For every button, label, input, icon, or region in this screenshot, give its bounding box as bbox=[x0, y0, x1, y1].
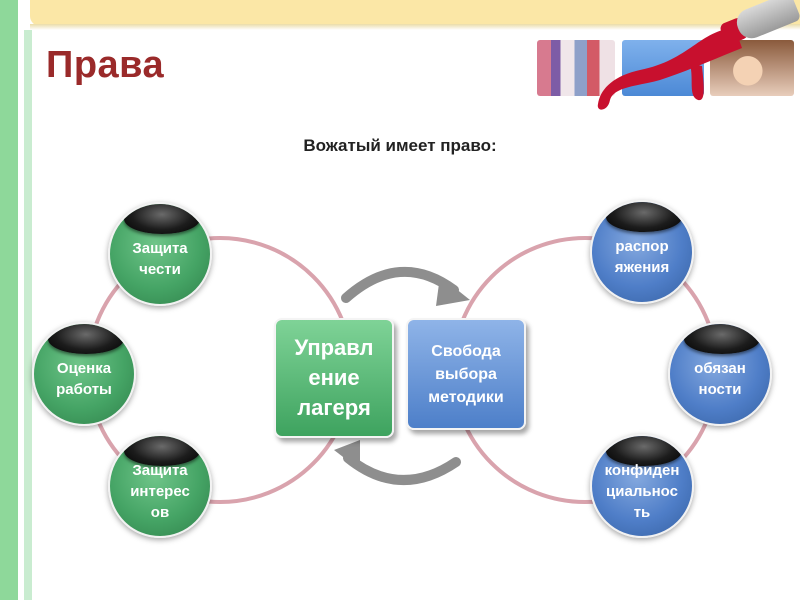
top-band bbox=[30, 0, 800, 26]
node-label: Оценка работы bbox=[56, 360, 112, 398]
slide-subtitle: Вожатый имеет право: bbox=[303, 136, 497, 155]
node-label: Защита чести bbox=[132, 240, 188, 278]
node-cap bbox=[606, 202, 682, 232]
node-confidentiality: конфиден циальнос ть bbox=[590, 434, 694, 538]
node-cap bbox=[124, 204, 200, 234]
bottom-curved-arrow bbox=[343, 453, 461, 485]
method-choice-box: Свобода выбора методики bbox=[406, 318, 526, 430]
node-honor-protection: Защита чести bbox=[108, 202, 212, 306]
left-accent-bar bbox=[0, 0, 18, 600]
node-cap bbox=[606, 436, 682, 466]
node-cap bbox=[124, 436, 200, 466]
node-label: конфиден циальнос ть bbox=[604, 461, 680, 521]
red-paint-icon bbox=[597, 28, 742, 110]
node-duties: обязан ности bbox=[668, 322, 772, 426]
node-label: распор яжения bbox=[614, 238, 670, 276]
node-label: Защита интерес ов bbox=[130, 461, 190, 521]
node-cap bbox=[684, 324, 760, 354]
paint-drip-icon bbox=[690, 64, 704, 101]
top-band-shadow bbox=[30, 24, 800, 30]
slide-title: Права bbox=[46, 44, 165, 86]
books-photo bbox=[537, 40, 615, 96]
left-accent-bar-light bbox=[24, 30, 32, 600]
camp-management-box: Управл ение лагеря bbox=[274, 318, 394, 438]
node-orders: распор яжения bbox=[590, 200, 694, 304]
node-interest-protection: Защита интерес ов bbox=[108, 434, 212, 538]
node-label: обязан ности bbox=[694, 360, 746, 398]
bottom-arrow-head bbox=[334, 440, 360, 470]
node-work-evaluation: Оценка работы bbox=[32, 322, 136, 426]
node-cap bbox=[48, 324, 124, 354]
top-arrow-head bbox=[436, 276, 470, 306]
